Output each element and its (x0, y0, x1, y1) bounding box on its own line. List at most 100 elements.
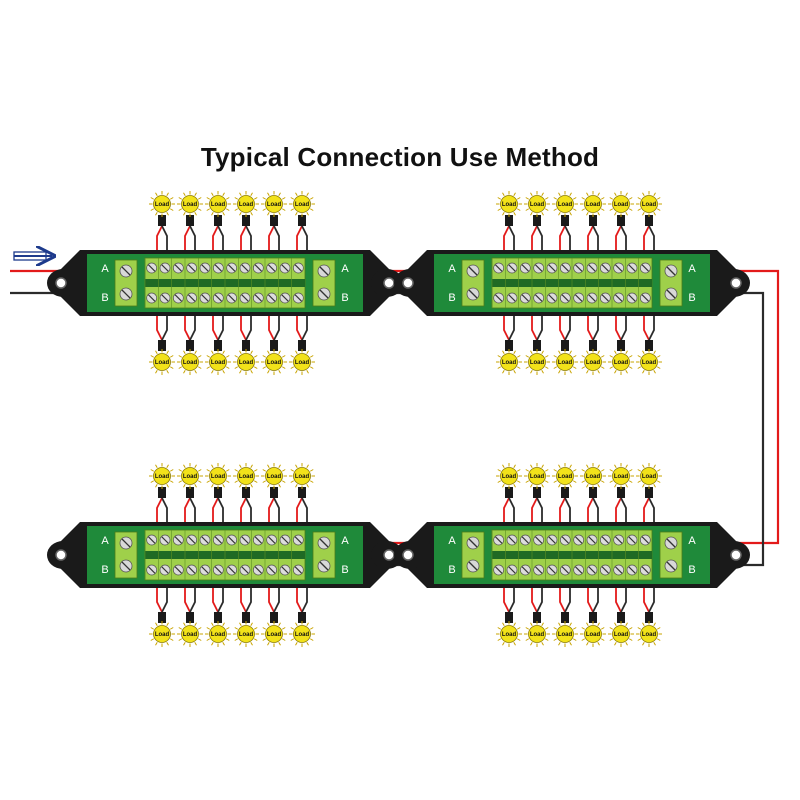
bulb-ray (239, 369, 242, 374)
bulb-ray (516, 366, 521, 369)
bulb-ray (309, 469, 314, 472)
bulb-ray (502, 483, 505, 488)
load-bulb: Load (205, 621, 231, 647)
bulb-socket (505, 340, 513, 351)
bulb-ray (541, 350, 544, 355)
bulb-ray (225, 638, 230, 641)
bulb-ray (628, 469, 633, 472)
bulb-ray (516, 480, 521, 483)
bulb-ray (206, 366, 211, 369)
load-bulb: Load (636, 463, 662, 489)
bulb-ray (239, 211, 242, 216)
screw-slot (508, 566, 516, 574)
bulb-ray (250, 464, 253, 469)
bulb-ray (544, 469, 549, 472)
bulb-ray (558, 622, 561, 627)
load-label: Load (239, 474, 254, 480)
bulb-ray (572, 355, 577, 358)
load-label: Load (183, 360, 198, 366)
bulb-ray (169, 208, 174, 211)
screw-slot (254, 264, 262, 272)
load-bulb: Load (233, 349, 259, 375)
bulb-ray (262, 366, 267, 369)
bulb-glass (265, 625, 283, 643)
screw-slot (601, 566, 609, 574)
bulb-glass (556, 467, 574, 485)
bulb-ray (169, 355, 174, 358)
bulb-ray (197, 638, 202, 641)
load-label: Load (614, 474, 629, 480)
screw-slot (268, 566, 276, 574)
screw-slot (174, 566, 182, 574)
bulb-ray (155, 211, 158, 216)
bulb-ray (267, 641, 270, 646)
bulb-ray (513, 192, 516, 197)
screw-slot (121, 538, 131, 548)
bulb-socket (158, 612, 166, 623)
bulb-ray (628, 480, 633, 483)
bulb-ray (194, 483, 197, 488)
bulb-ray (586, 369, 589, 374)
load-label: Load (295, 474, 310, 480)
bulb-ray (295, 641, 298, 646)
load-bulb: Load (205, 349, 231, 375)
bulb-ray (530, 641, 533, 646)
bulb-glass (612, 467, 630, 485)
bulb-ray (225, 469, 230, 472)
bulb-ray (295, 350, 298, 355)
load-bulb: Load (177, 621, 203, 647)
bulb-ray (497, 208, 502, 211)
load-bulb: Load (205, 191, 231, 217)
bulb-ray (642, 483, 645, 488)
bulb-glass (181, 467, 199, 485)
bulb-ray (239, 350, 242, 355)
bulb-socket (533, 340, 541, 351)
bulb-ray (169, 366, 174, 369)
load-bulb: Load (552, 349, 578, 375)
screw-slot (281, 566, 289, 574)
bulb-ray (295, 622, 298, 627)
bulb-ray (278, 641, 281, 646)
bulb-ray (169, 638, 174, 641)
bulb-ray (541, 622, 544, 627)
bulb-socket (617, 612, 625, 623)
bulb-ray (600, 355, 605, 358)
bulb-ray (267, 483, 270, 488)
bulb-ray (253, 480, 258, 483)
load-bulb: Load (233, 191, 259, 217)
bulb-ray (211, 350, 214, 355)
load-label: Load (502, 474, 517, 480)
bulb-ray (278, 369, 281, 374)
load-label: Load (267, 474, 282, 480)
bulb-ray (234, 366, 239, 369)
load-bulb: Load (177, 463, 203, 489)
bulb-glass (293, 195, 311, 213)
bulb-ray (206, 208, 211, 211)
bulb-ray (609, 627, 614, 630)
bulb-socket (270, 215, 278, 226)
bulb-ray (290, 355, 295, 358)
terminal-label-a-right: A (688, 263, 696, 275)
load-label: Load (502, 202, 517, 208)
bulb-ray (197, 366, 202, 369)
terminal-label-a-right: A (341, 263, 349, 275)
load-label: Load (295, 202, 310, 208)
page-title: Typical Connection Use Method (200, 142, 600, 172)
load-label: Load (586, 474, 601, 480)
screw-slot (161, 264, 169, 272)
bulb-ray (614, 369, 617, 374)
bulb-ray (625, 641, 628, 646)
bulb-ray (211, 483, 214, 488)
bulb-ray (586, 350, 589, 355)
bulb-glass (584, 467, 602, 485)
bulb-ray (628, 355, 633, 358)
bulb-ray (609, 469, 614, 472)
bulb-glass (293, 467, 311, 485)
bulb-ray (211, 622, 214, 627)
bulb-socket (589, 487, 597, 498)
bulb-ray (530, 192, 533, 197)
screw-slot (575, 566, 583, 574)
load-bulb: Load (636, 621, 662, 647)
bulb-ray (150, 355, 155, 358)
